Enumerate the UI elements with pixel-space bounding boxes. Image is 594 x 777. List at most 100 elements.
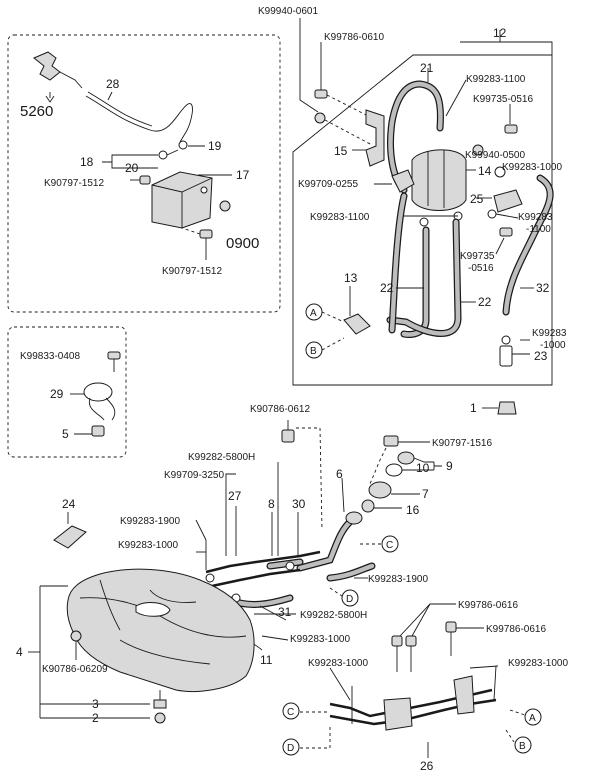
fitting-19 [178, 140, 188, 150]
label-k99735-0516-a: K99735-0516 [473, 94, 533, 105]
label-8: 8 [268, 497, 275, 511]
label-k99283-1000-f: K99283-1000 [508, 658, 568, 669]
connector-c-1-label: C [386, 540, 393, 551]
label-k99786-0616-b: K99786-0616 [486, 624, 546, 635]
connector-c-2 [282, 702, 300, 720]
clamp-k99283-1000-a [494, 166, 506, 178]
canister-14 [411, 149, 467, 211]
bracket-clip [33, 51, 61, 81]
label-k99283-1000-b2: -1000 [540, 340, 566, 351]
clip-16 [361, 499, 375, 513]
label-4: 4 [16, 645, 23, 659]
label-k99940-0500: K99940-0500 [465, 150, 525, 161]
pipe-23 [499, 345, 513, 367]
label-7: 7 [422, 487, 429, 501]
label-k99283-1100-a: K99283-1100 [466, 74, 526, 85]
connector-a-2-label: A [529, 713, 536, 724]
label-11: 11 [260, 653, 273, 667]
tank-bolt-k90786-06209 [70, 630, 82, 642]
connector-5 [91, 425, 105, 437]
cap-1 [497, 401, 517, 415]
bracket-13 [343, 313, 371, 335]
label-k99735-0516-b2: -0516 [468, 263, 494, 274]
label-31: 31 [278, 605, 292, 619]
bolt-k90786-0612 [281, 429, 295, 443]
label-22b: 22 [478, 295, 492, 309]
bolt-k90797-1512-a [139, 175, 151, 185]
label-k90786-0612: K90786-0612 [250, 404, 310, 415]
bolt-k90797-1516 [383, 435, 399, 447]
label-6: 6 [336, 467, 343, 481]
label-13: 13 [344, 271, 358, 285]
label-14: 14 [478, 164, 492, 178]
label-22a: 22 [380, 281, 394, 295]
connector-d-1 [341, 589, 359, 607]
label-k99283-1100-c2: -1100 [526, 224, 551, 235]
bracket-15 [365, 109, 385, 167]
label-k99283-1100-c1: K99283 [518, 212, 553, 223]
screw-k99735-0516-a [504, 124, 518, 134]
fitting-20 [158, 150, 168, 160]
label-k99786-0610: K99786-0610 [324, 32, 384, 43]
label-27: 27 [228, 489, 242, 503]
clamp-k99283-1100-b1 [419, 217, 429, 227]
label-29: 29 [50, 387, 64, 401]
sensor-29 [83, 382, 113, 402]
connector-c-2-label: C [287, 707, 294, 718]
washer-k99940-0601 [314, 112, 326, 124]
label-3: 3 [92, 697, 99, 711]
valve-k99709-0255 [391, 169, 415, 193]
label-10: 10 [416, 461, 430, 475]
connector-b-1-label: B [310, 346, 317, 357]
connector-a-2 [524, 708, 542, 726]
label-5: 5 [62, 427, 69, 441]
breather-tubes [205, 550, 321, 574]
label-1: 1 [470, 401, 477, 415]
connector-c-1 [381, 535, 399, 553]
label-20: 20 [125, 161, 139, 175]
label-23: 23 [534, 349, 548, 363]
inset-box-sender [7, 34, 281, 313]
bolt-k99786-0616-a1 [391, 635, 403, 647]
label-0900: 0900 [226, 235, 259, 252]
connector-b-2 [514, 736, 532, 754]
label-18: 18 [80, 155, 94, 169]
fitting-25 [493, 189, 523, 213]
bolt-k99786-0616-b [445, 621, 457, 633]
label-k99283-1900-a: K99283-1900 [120, 516, 180, 527]
label-k90786-06209: K90786-06209 [42, 664, 108, 675]
grommet-0900 [219, 200, 231, 212]
gasket-10b [385, 463, 403, 477]
label-2: 2 [92, 711, 99, 725]
label-30: 30 [292, 497, 306, 511]
connector-d-1-label: D [346, 594, 353, 605]
connector-d-2 [282, 738, 300, 756]
label-17: 17 [236, 168, 250, 182]
label-12: 12 [493, 26, 507, 40]
label-k99709-3250: K99709-3250 [164, 470, 224, 481]
connector-d-2-label: D [287, 743, 294, 754]
label-k99940-0601: K99940-0601 [258, 6, 318, 17]
label-k99833-0408: K99833-0408 [20, 351, 80, 362]
label-24: 24 [62, 497, 76, 511]
inset-box-sensor [7, 326, 127, 458]
label-k90797-1516: K90797-1516 [432, 438, 492, 449]
label-k99283-1900-b: K99283-1900 [368, 574, 428, 585]
label-19: 19 [208, 139, 222, 153]
sender-cable [85, 95, 193, 143]
connector-a-1-label: A [310, 308, 317, 319]
label-k99709-0255: K99709-0255 [298, 179, 358, 190]
nut-2 [154, 712, 166, 724]
gasket-10a [397, 451, 415, 465]
label-26: 26 [420, 759, 434, 773]
label-k99283-1000-b1: K99283 [532, 328, 567, 339]
label-k99283-1100-b: K99283-1100 [310, 212, 370, 223]
screw-k99735-0516-b [499, 227, 513, 237]
label-21: 21 [420, 61, 434, 75]
label-k99282-5800h-a: K99282-5800H [188, 452, 255, 463]
bolt-k99786-0616-a2 [405, 635, 417, 647]
label-28: 28 [106, 77, 120, 91]
connector-b-2-label: B [519, 741, 526, 752]
bolt-k90797-1512-b [199, 229, 213, 239]
